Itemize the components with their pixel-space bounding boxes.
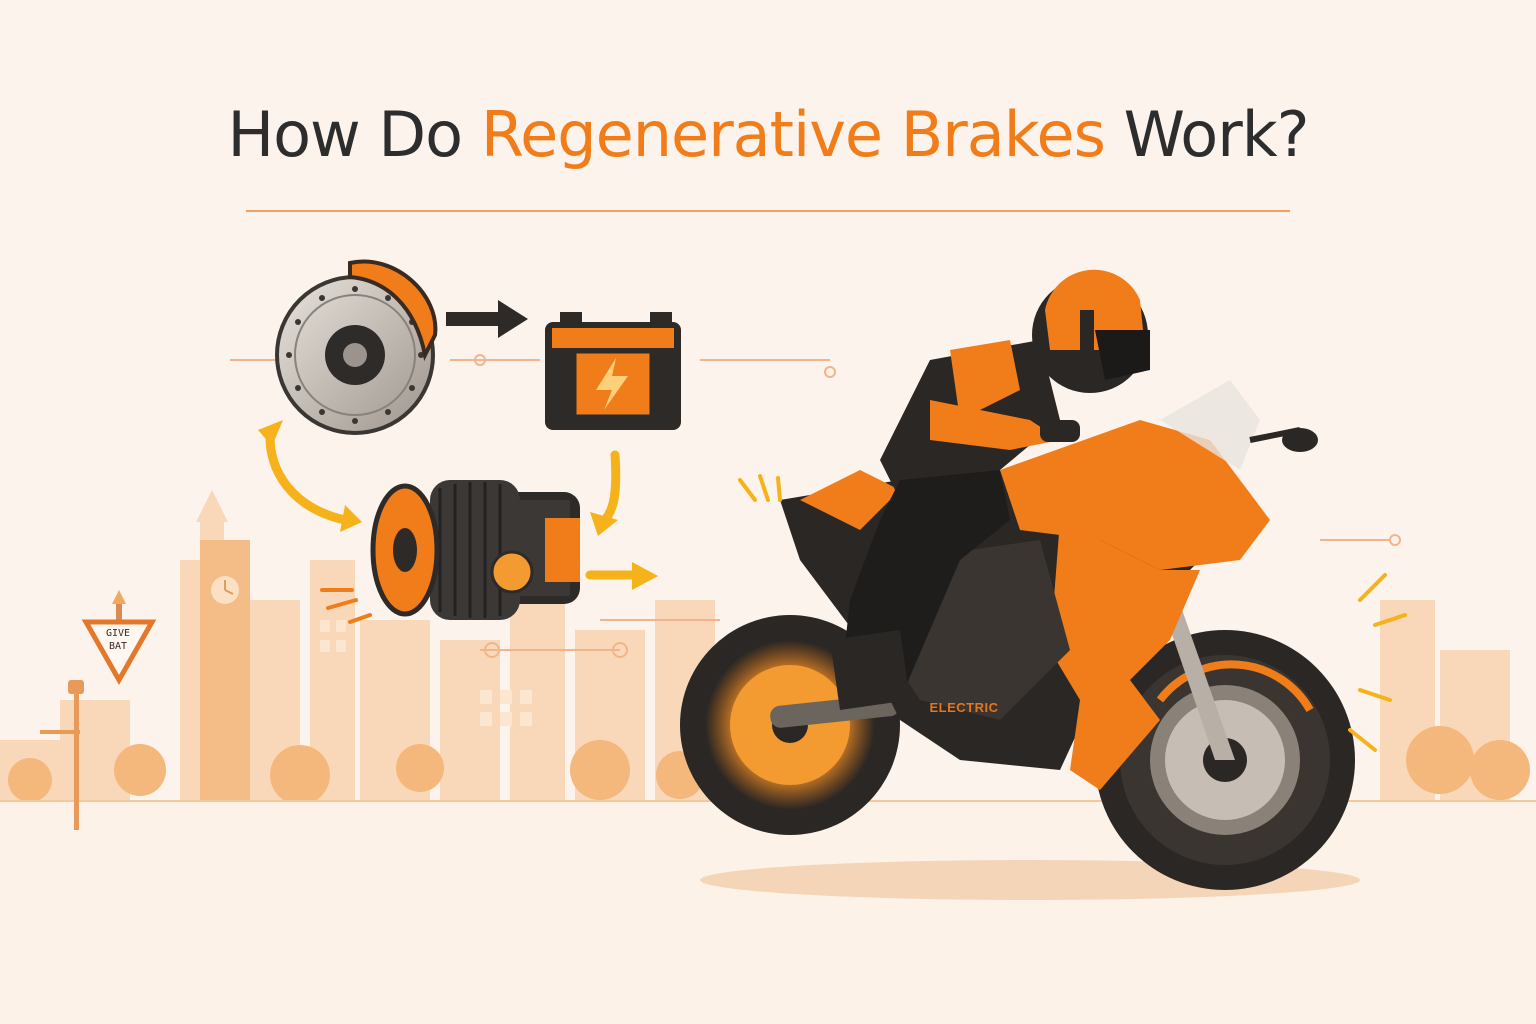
electric-motor-icon: [370, 480, 580, 620]
fairing-label: ELECTRIC: [929, 700, 999, 715]
give-way-sign: [81, 590, 157, 686]
brake-disc-icon: [275, 259, 438, 435]
sign-text-line-1: GIVE: [105, 628, 131, 639]
title-part-2: Work?: [1104, 98, 1310, 171]
trees: [8, 726, 1530, 805]
street-lamp: [40, 680, 84, 830]
clock-tower: [200, 540, 250, 800]
page-title: How Do Regenerative Brakes Work?: [0, 98, 1536, 171]
title-divider: [246, 210, 1290, 212]
title-part-1: How Do: [227, 98, 481, 171]
arrow-right-icon: [446, 300, 528, 338]
battery-icon: [545, 312, 681, 430]
sign-text-line-2: BAT: [108, 641, 128, 652]
rider: [830, 269, 1150, 710]
title-accent: Regenerative Brakes: [480, 98, 1106, 171]
